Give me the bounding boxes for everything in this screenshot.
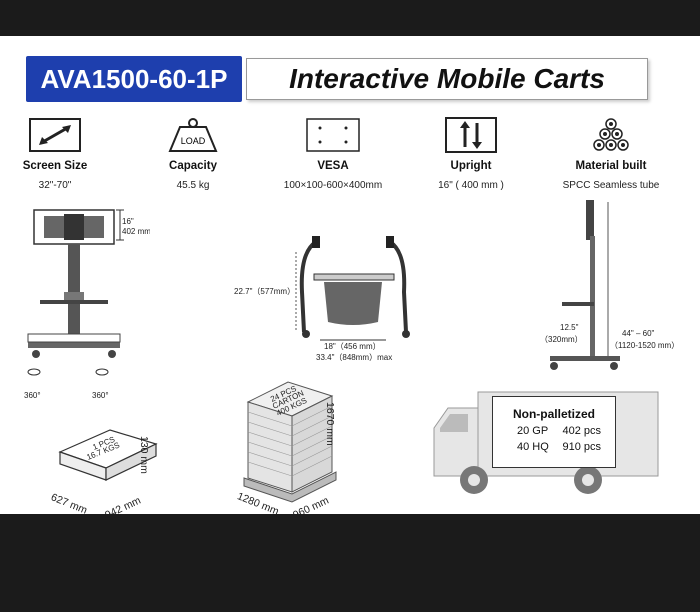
spec-upright: Upright 16" ( 400 mm ) [416, 116, 526, 191]
product-sheet: AVA1500-60-1P Interactive Mobile Carts S… [0, 36, 700, 514]
spec-label: Upright [450, 160, 492, 172]
shipping-row: 20 GP 402 pcs [493, 425, 615, 437]
box-height: 130 mm [138, 436, 150, 474]
shipping-heading: Non-palletized [512, 407, 595, 421]
spec-value: 100×100-600×400mm [283, 180, 383, 191]
shipping-panel: Non-palletized 20 GP 402 pcs 40 HQ 910 p… [492, 396, 616, 468]
front-height-mm: 402 mm) [122, 227, 150, 236]
header: AVA1500-60-1P Interactive Mobile Carts [26, 56, 648, 102]
rotation-left: 360° [24, 391, 41, 400]
spec-label: Screen Size [22, 160, 88, 172]
spec-value: SPCC Seamless tube [562, 180, 660, 191]
side-height-mm: （1120-1520 mm） [610, 341, 679, 350]
single-box-drawing: 1 PCS 16.7 KGS [58, 429, 158, 481]
spec-vesa: VESA 100×100-600×400mm [278, 116, 388, 191]
shipping-container: 40 HQ [517, 441, 549, 453]
side-depth-mm: （320mm） [540, 335, 583, 344]
pallet-stack-drawing: 24 PCS CARTON 400 KGS [243, 381, 337, 503]
box-depth: 627 mm [49, 491, 89, 514]
side-height: 44" – 60" [622, 329, 655, 338]
spec-material: Material built SPCC Seamless tube [556, 116, 666, 191]
spec-screen-size: Screen Size 32"-70" [0, 116, 110, 191]
spec-capacity: LOAD Capacity 45.5 kg [138, 116, 248, 191]
side-view-drawing: 44" – 60" （1120-1520 mm） 12.5" （320mm） [540, 200, 679, 370]
spec-value: 32"-70" [38, 180, 72, 191]
weight-icon: LOAD [138, 116, 248, 154]
front-height: 16" [122, 217, 134, 226]
vesa-holes-icon [278, 116, 388, 154]
shipping-qty: 910 pcs [562, 441, 601, 453]
pallet-height: 1670 mm [324, 402, 336, 446]
base-outer-width: 33.4"（848mm）max [316, 353, 392, 362]
box-width: 942 mm [103, 494, 143, 514]
model-number: AVA1500-60-1P [26, 56, 242, 102]
front-view-drawing: 16" 402 mm) 360° 360° [24, 209, 150, 400]
product-title: Interactive Mobile Carts [246, 58, 648, 100]
pipe-stack-icon [556, 116, 666, 154]
base-height: 22.7"（577mm） [234, 287, 295, 296]
weight-icon-text: LOAD [181, 136, 206, 146]
side-depth: 12.5" [560, 323, 579, 332]
base-view-drawing: 22.7"（577mm） 18"（456 mm） 33.4"（848mm）max [234, 236, 410, 362]
shipping-container: 20 GP [517, 425, 549, 437]
rotation-right: 360° [92, 391, 109, 400]
base-inner-width: 18"（456 mm） [324, 342, 381, 351]
spec-label: Capacity [169, 160, 217, 172]
spec-value: 45.5 kg [176, 180, 210, 191]
spec-label: VESA [317, 160, 349, 172]
shipping-row: 40 HQ 910 pcs [493, 441, 615, 453]
spec-label: Material built [575, 160, 647, 172]
diagonal-arrow-icon [0, 116, 110, 154]
spec-value: 16" ( 400 mm ) [438, 180, 504, 191]
shipping-qty: 402 pcs [562, 425, 601, 437]
up-down-arrows-icon [416, 116, 526, 154]
